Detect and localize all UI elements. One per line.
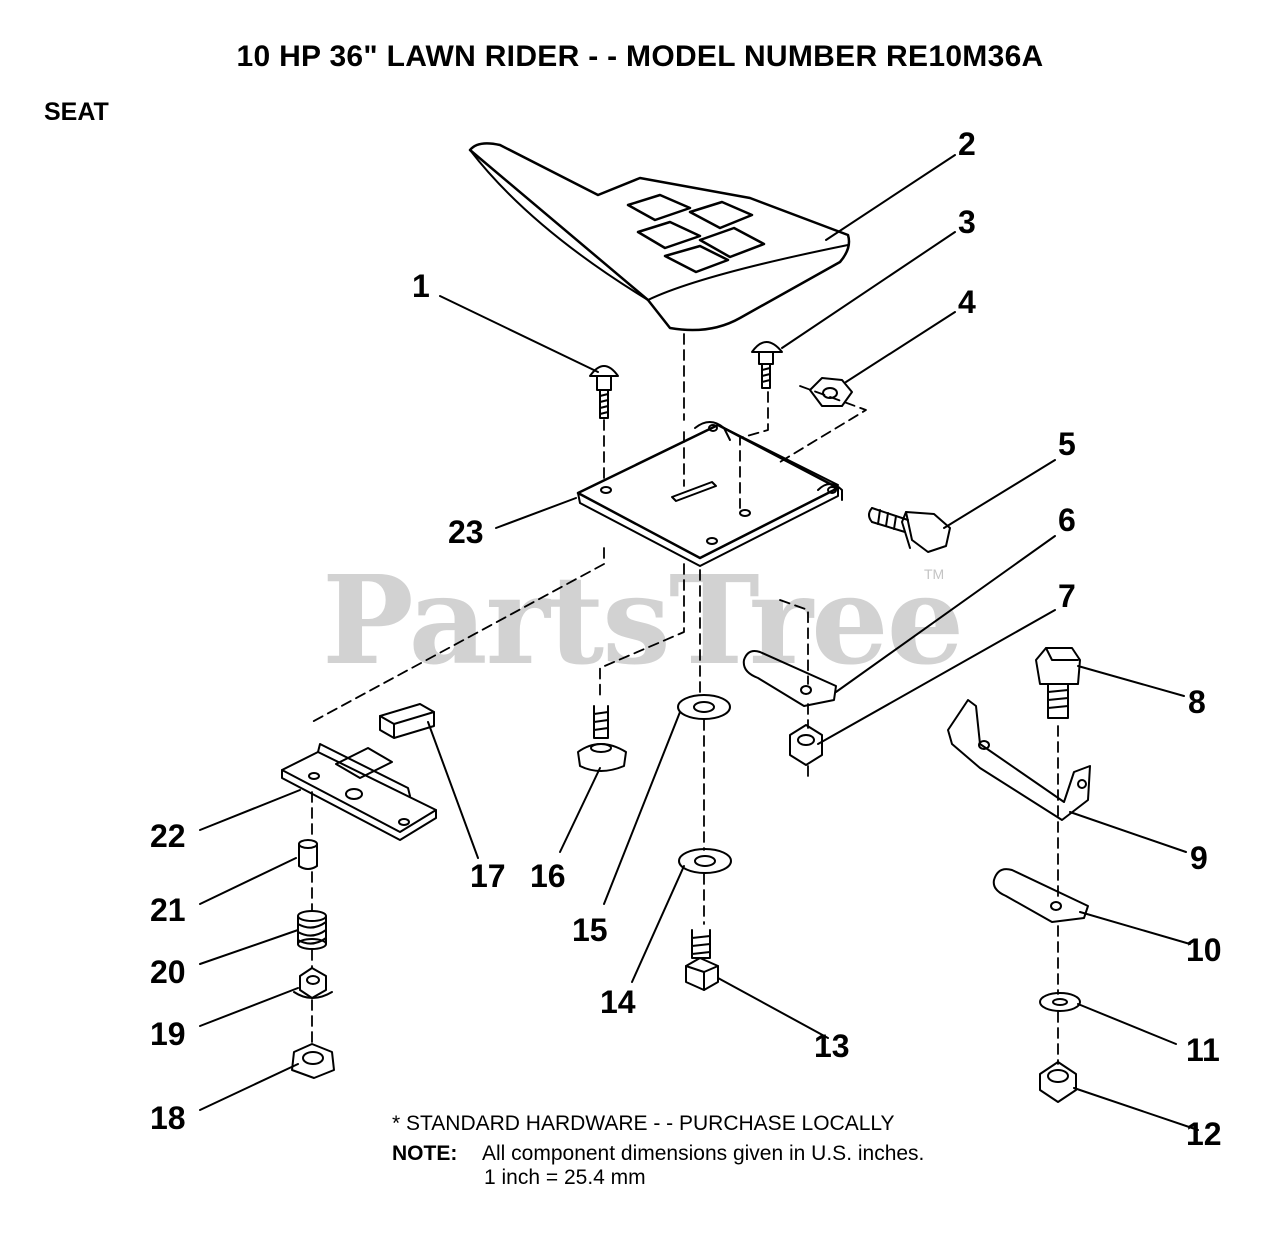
conversion-note: 1 inch = 25.4 mm bbox=[484, 1166, 646, 1189]
rubber-block-part bbox=[379, 703, 435, 739]
watermark-trademark: TM bbox=[924, 566, 945, 582]
note-label: NOTE: bbox=[392, 1142, 458, 1165]
callout-18: 18 bbox=[150, 1100, 186, 1136]
callout-7: 7 bbox=[1058, 578, 1076, 614]
callout-9: 9 bbox=[1190, 840, 1208, 876]
lock-nut-part bbox=[1039, 1061, 1077, 1103]
hex-nut-part bbox=[809, 377, 853, 407]
callout-12: 12 bbox=[1186, 1116, 1222, 1152]
callout-19: 19 bbox=[150, 1016, 186, 1052]
leader-lines bbox=[199, 154, 1199, 1131]
watermark-logo: PartsTree bbox=[322, 548, 964, 692]
clip-part bbox=[742, 650, 837, 707]
callout-22: 22 bbox=[150, 818, 186, 854]
callout-23: 23 bbox=[448, 514, 484, 550]
washer-part bbox=[1039, 992, 1081, 1012]
callout-14: 14 bbox=[600, 984, 636, 1020]
washer-part bbox=[677, 694, 731, 720]
callout-13: 13 bbox=[814, 1028, 850, 1064]
callout-16: 16 bbox=[530, 858, 566, 894]
carriage-bolt-part bbox=[589, 365, 619, 419]
lock-nut-part bbox=[789, 724, 823, 766]
callout-1: 1 bbox=[412, 268, 430, 304]
slide-plate-part bbox=[281, 743, 437, 841]
note-text: All component dimensions given in U.S. i… bbox=[482, 1142, 925, 1165]
callout-15: 15 bbox=[572, 912, 608, 948]
standard-hardware-note: * STANDARD HARDWARE - - PURCHASE LOCALLY bbox=[392, 1112, 895, 1135]
shoulder-bolt-part bbox=[577, 705, 627, 772]
seat-bracket-part bbox=[576, 421, 843, 567]
callout-20: 20 bbox=[150, 954, 186, 990]
carriage-bolt-part bbox=[751, 341, 783, 389]
flange-nut-part bbox=[293, 967, 333, 999]
bracket-part bbox=[947, 699, 1091, 821]
callout-3: 3 bbox=[958, 204, 976, 240]
spring-part bbox=[297, 910, 327, 950]
seat-part bbox=[468, 142, 851, 332]
assembly-lines bbox=[311, 333, 1059, 1065]
flange-bolt-part bbox=[868, 507, 951, 553]
hex-bolt-part bbox=[1035, 647, 1081, 719]
callout-11: 11 bbox=[1186, 1032, 1220, 1068]
callout-10: 10 bbox=[1186, 932, 1222, 968]
callout-6: 6 bbox=[1058, 502, 1076, 538]
callout-4: 4 bbox=[958, 284, 976, 320]
callout-2: 2 bbox=[958, 126, 976, 162]
flange-nut-part bbox=[291, 1043, 335, 1079]
clip-part bbox=[992, 868, 1089, 923]
section-label: SEAT bbox=[44, 98, 109, 126]
callout-5: 5 bbox=[1058, 426, 1076, 462]
washer-part bbox=[678, 848, 732, 874]
hex-bolt-part bbox=[685, 929, 719, 991]
page-title: 10 HP 36" LAWN RIDER - - MODEL NUMBER RE… bbox=[236, 40, 1044, 73]
pin-part bbox=[298, 839, 318, 870]
callout-17: 17 bbox=[470, 858, 506, 894]
callout-8: 8 bbox=[1188, 684, 1206, 720]
callout-21: 21 bbox=[150, 892, 186, 928]
